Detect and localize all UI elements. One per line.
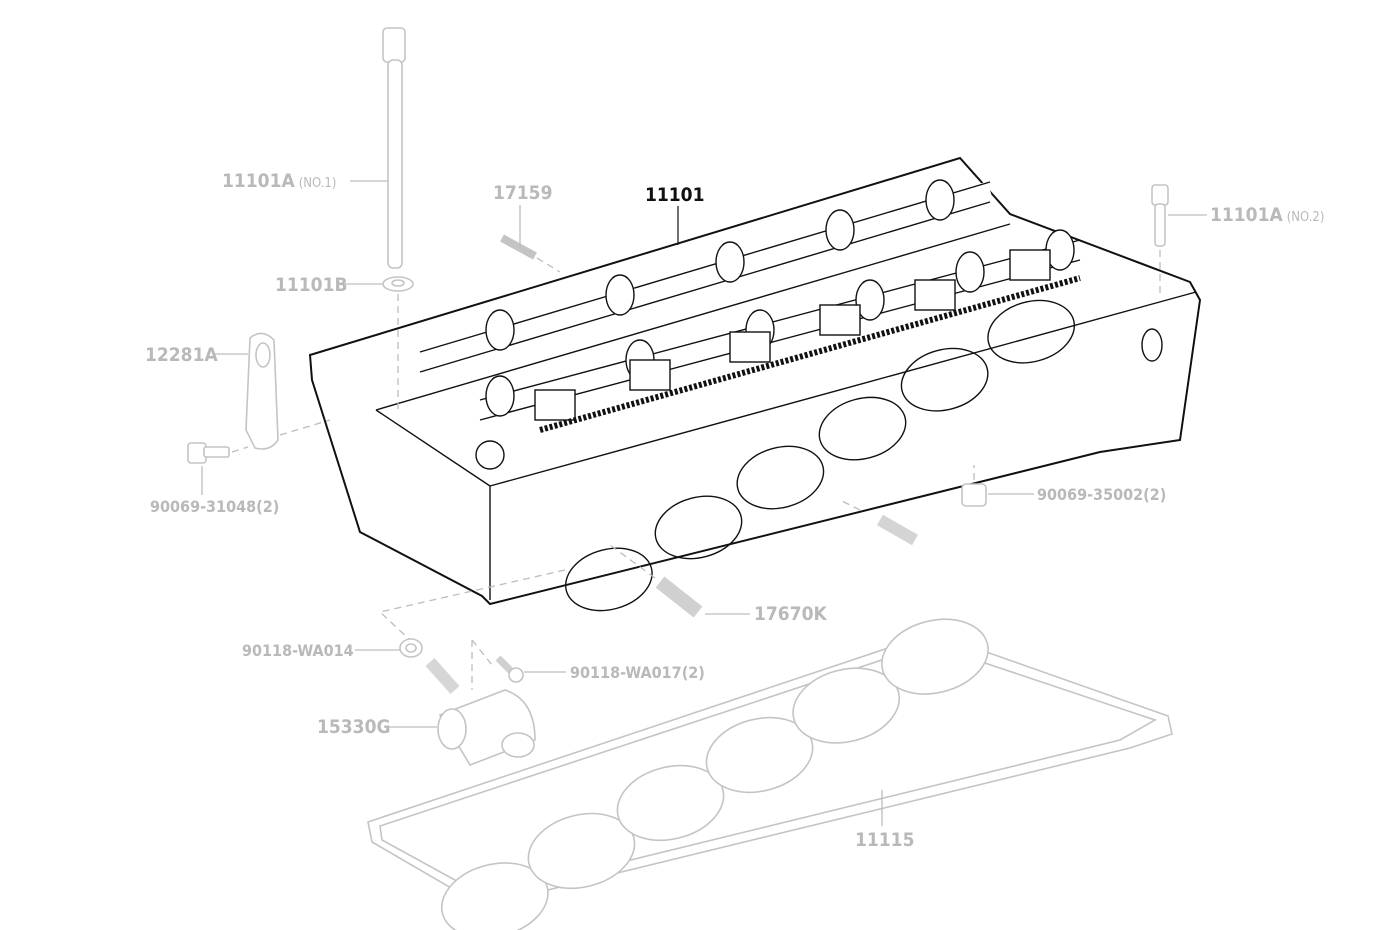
callout-11101a-no1[interactable]: 11101A(NO.1) <box>222 170 336 192</box>
callout-11101[interactable]: 11101 <box>645 184 704 206</box>
gasket-ring-part[interactable] <box>399 638 423 658</box>
callout-90118-wa014[interactable]: 90118-WA014 <box>242 641 354 660</box>
callout-15330g[interactable]: 15330G <box>317 716 391 738</box>
callout-11115[interactable]: 11115 <box>855 829 914 851</box>
oil-control-valve-part[interactable] <box>425 658 536 766</box>
callout-12281a[interactable]: 12281A <box>145 344 218 366</box>
head-bolt-no1-part[interactable] <box>382 27 414 410</box>
callout-90118-wa017[interactable]: 90118-WA017(2) <box>570 663 705 682</box>
flange-bolt-part[interactable] <box>187 442 249 464</box>
plug-part[interactable] <box>961 465 987 507</box>
callout-11101a-no2[interactable]: 11101A(NO.2) <box>1210 204 1324 226</box>
callout-11101b[interactable]: 11101B <box>275 274 348 296</box>
union-part[interactable] <box>609 544 703 618</box>
callout-90069-31048[interactable]: 90069-31048(2) <box>150 497 279 516</box>
sensor-part[interactable] <box>839 499 918 546</box>
cylinder-head-part[interactable] <box>308 156 1202 620</box>
head-bolt-no2-part[interactable] <box>1151 184 1169 295</box>
small-bolt-part[interactable] <box>495 655 524 683</box>
bracket-part[interactable] <box>245 332 331 450</box>
callout-90069-35002[interactable]: 90069-35002(2) <box>1037 485 1166 504</box>
callout-17159[interactable]: 17159 <box>493 182 552 204</box>
dowel-pin-part[interactable] <box>500 234 561 273</box>
head-gasket-part[interactable] <box>367 609 1173 930</box>
callout-17670k[interactable]: 17670K <box>754 603 827 625</box>
